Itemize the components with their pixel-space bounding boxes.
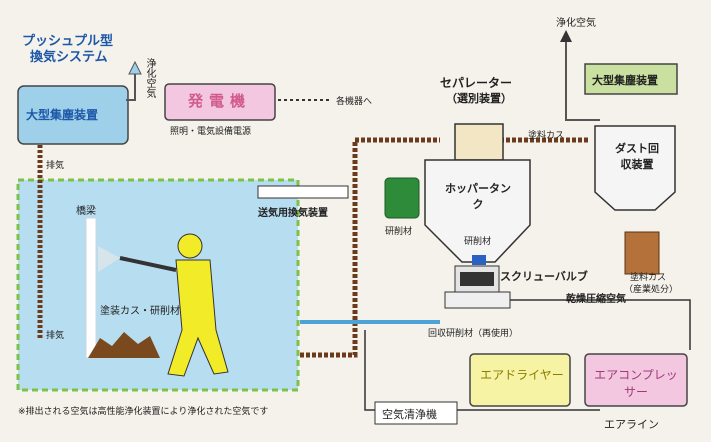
label-recovered-abrasive: 回収研削材（再使用） bbox=[428, 329, 519, 339]
label-screw-valve: スクリューバルブ bbox=[500, 270, 588, 283]
label-generator: 発電機 bbox=[188, 92, 252, 110]
label-air-supply-device: 送気用換気装置 bbox=[258, 208, 328, 219]
valve-base bbox=[444, 291, 511, 309]
footnote: ※排出される空気は高性能浄化装置により浄化された空気です bbox=[18, 407, 269, 417]
paint-waste-bin bbox=[624, 231, 660, 275]
label-air-compressor: エアコンプレッサー bbox=[594, 368, 678, 399]
compressed-air-line bbox=[510, 299, 691, 350]
dust-recovery-tank bbox=[594, 125, 676, 211]
label-dust-recovery: ダスト回収装置 bbox=[615, 142, 659, 171]
label-abrasive-center: 研削材 bbox=[464, 237, 492, 247]
blast-nozzle bbox=[119, 256, 177, 272]
work-enclosure bbox=[16, 178, 300, 392]
label-exhaust-lower: 排気 bbox=[46, 331, 65, 341]
air-compressor-box bbox=[584, 353, 688, 407]
label-bridge-pier: 橋梁 bbox=[76, 206, 96, 217]
label-paint-waste-sub: （産業処分） bbox=[624, 285, 679, 295]
label-paint-waste: 塗料カス bbox=[630, 273, 667, 283]
label-hopper-tank: ホッパータンク bbox=[445, 182, 511, 211]
abrasive-drum bbox=[384, 177, 420, 219]
dust-collector-right bbox=[584, 63, 678, 95]
label-paint-dust: 塗装カス・研削材 bbox=[100, 306, 180, 317]
label-generator-note: 照明・電気設備電源 bbox=[170, 127, 252, 137]
debris-pile bbox=[88, 332, 160, 358]
air-dryer-box bbox=[469, 353, 571, 407]
clean-air-right-arrow bbox=[560, 30, 572, 42]
title-line1: プッシュプル型 bbox=[22, 34, 114, 49]
worker-body bbox=[167, 259, 229, 377]
label-to-each-device: 各機器へ bbox=[336, 97, 373, 107]
label-clean-air-top: 浄化空気 bbox=[556, 18, 596, 29]
label-clean-air-out: 浄化空気 bbox=[144, 58, 155, 98]
label-abrasive-left: 研削材 bbox=[385, 227, 413, 237]
clean-air-left-pipe bbox=[126, 72, 136, 101]
supply-air-duct bbox=[257, 185, 349, 199]
air-line-bottom bbox=[364, 330, 600, 411]
separator-box bbox=[454, 123, 504, 161]
bridge-pier bbox=[85, 217, 97, 359]
label-paint-dust-gas: 塗料カス bbox=[528, 131, 565, 141]
label-separator-sub: （選別装置） bbox=[446, 92, 512, 105]
clean-air-right-pipe bbox=[565, 40, 600, 121]
label-air-line: エアライン bbox=[604, 418, 659, 431]
label-air-cleaner: 空気清浄機 bbox=[382, 408, 437, 421]
dust-collector-left bbox=[17, 85, 129, 145]
clean-air-left-arrow bbox=[128, 60, 142, 75]
screw-valve-label-plate bbox=[460, 272, 494, 286]
worker-head bbox=[177, 233, 203, 259]
main-duct bbox=[300, 137, 440, 358]
title-line2: 換気システム bbox=[30, 50, 108, 65]
air-cleaner-box bbox=[374, 401, 458, 425]
label-dry-compressed-air: 乾燥圧縮空気 bbox=[566, 294, 626, 305]
hopper-tank bbox=[424, 159, 531, 263]
generator-box bbox=[164, 83, 276, 121]
blast-spray bbox=[98, 246, 120, 272]
label-exhaust: 排気 bbox=[46, 161, 65, 171]
label-dust-collector-large: 大型集塵装置 bbox=[26, 108, 99, 122]
label-air-dryer: エアドライヤー bbox=[480, 368, 564, 382]
abrasive-block bbox=[472, 255, 486, 265]
label-separator: セパレーター bbox=[440, 76, 513, 90]
label-large-dust-collector-right: 大型集塵装置 bbox=[592, 74, 658, 87]
